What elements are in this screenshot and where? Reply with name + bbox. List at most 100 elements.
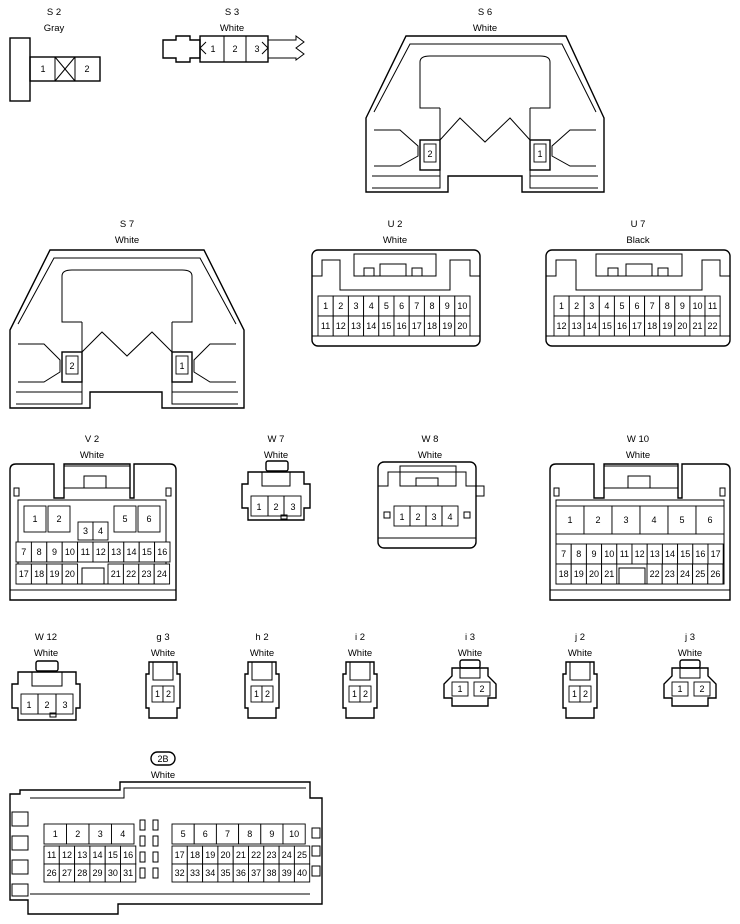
h2-pin: 1 xyxy=(254,689,259,699)
w10-pin: 25 xyxy=(695,569,705,579)
c2b-pin: 40 xyxy=(297,868,307,878)
w10-pin: 12 xyxy=(635,549,645,559)
u7-color: Black xyxy=(626,235,649,246)
v2-pin: 21 xyxy=(111,569,121,579)
w12-color: White xyxy=(34,648,58,659)
u2-pin: 11 xyxy=(321,321,330,331)
s6-name: S 6 xyxy=(478,7,492,18)
g3-color: White xyxy=(151,648,175,659)
v2-cell xyxy=(113,505,137,533)
c2b-pin: 3 xyxy=(98,829,103,839)
v2-cell xyxy=(47,505,71,533)
v2-pin: 19 xyxy=(49,569,59,579)
s2-pin: 1 xyxy=(40,64,45,74)
j3-color: White xyxy=(678,648,702,659)
j3-cell xyxy=(671,681,689,697)
c2b-pin: 24 xyxy=(282,850,292,860)
j2-pin: 1 xyxy=(572,689,577,699)
v2-pin: 23 xyxy=(141,569,151,579)
v2-cell xyxy=(61,563,79,585)
c2b-pin: 13 xyxy=(77,850,87,860)
u7-pin: 17 xyxy=(632,321,642,331)
c2b-pin: 17 xyxy=(175,850,185,860)
w10-pin: 11 xyxy=(620,549,629,559)
w10-pin: 23 xyxy=(665,569,675,579)
w10-pin: 17 xyxy=(711,549,721,559)
h2-name: h 2 xyxy=(255,632,268,643)
connector-s7: S 7 White 2 1 xyxy=(9,219,245,409)
w10-pin: 15 xyxy=(680,549,690,559)
s2-color: Gray xyxy=(44,23,65,34)
v2-pin: 12 xyxy=(96,547,106,557)
i2-name: i 2 xyxy=(355,632,365,643)
w10-pin: 10 xyxy=(604,549,614,559)
w8-pin: 3 xyxy=(431,512,436,522)
w10-pin: 22 xyxy=(650,569,660,579)
i3-name: i 3 xyxy=(465,632,475,643)
v2-cell xyxy=(154,541,171,563)
s6-pin: 2 xyxy=(427,149,432,159)
u7-pin: 15 xyxy=(602,321,612,331)
w10-pin: 20 xyxy=(589,569,599,579)
c2b-pin: 37 xyxy=(251,868,261,878)
w10-cell xyxy=(555,505,585,535)
u2-pin: 12 xyxy=(336,321,346,331)
w10-cell xyxy=(695,505,725,535)
u7-pin: 1 xyxy=(559,301,564,311)
v2-cell xyxy=(92,521,109,541)
w7-pin: 2 xyxy=(273,502,278,512)
u7-cell xyxy=(704,315,721,337)
c2b-pin: 15 xyxy=(108,850,118,860)
w12-pin: 1 xyxy=(26,700,31,710)
u2-pin: 20 xyxy=(457,321,467,331)
w10-cell xyxy=(707,563,724,585)
s3-color: White xyxy=(220,23,244,34)
j3-cell xyxy=(693,681,711,697)
w10-pin: 14 xyxy=(665,549,675,559)
w8-name: W 8 xyxy=(422,434,439,445)
c2b-pin: 38 xyxy=(266,868,276,878)
c2b-pin: 35 xyxy=(221,868,231,878)
g3-pin: 1 xyxy=(155,689,160,699)
c2b-pin: 18 xyxy=(190,850,200,860)
i2-pin: 2 xyxy=(363,689,368,699)
u2-pin: 17 xyxy=(412,321,422,331)
w10-pin: 5 xyxy=(679,515,684,525)
w10-color: White xyxy=(626,450,650,461)
w10-pin: 4 xyxy=(651,515,656,525)
j2-color: White xyxy=(568,648,592,659)
w10-pin: 18 xyxy=(559,569,569,579)
w10-pin: 9 xyxy=(591,549,596,559)
c2b-pin: 20 xyxy=(221,850,231,860)
s3-pin: 2 xyxy=(232,44,237,54)
u7-pin: 18 xyxy=(647,321,657,331)
c2b-cell xyxy=(293,863,311,883)
u2-pin: 8 xyxy=(429,301,434,311)
s3-pin: 3 xyxy=(254,44,259,54)
v2-pin: 20 xyxy=(65,569,75,579)
j2-name: j 2 xyxy=(574,632,585,643)
c2b-pin: 22 xyxy=(251,850,261,860)
connector-w12: W 12 White 1 2 3 xyxy=(11,632,81,721)
u7-pin: 19 xyxy=(662,321,672,331)
c2b-pin: 26 xyxy=(47,868,57,878)
u2-pin: 19 xyxy=(442,321,452,331)
u2-pin: 9 xyxy=(445,301,450,311)
v2-pin: 1 xyxy=(32,514,37,524)
h2-cell xyxy=(261,685,274,703)
w10-pin: 1 xyxy=(567,515,572,525)
w12-name: W 12 xyxy=(35,632,57,643)
w10-pin: 7 xyxy=(561,549,566,559)
w10-pin: 21 xyxy=(604,569,614,579)
u2-pin: 15 xyxy=(381,321,391,331)
u7-pin: 8 xyxy=(665,301,670,311)
c2b-pin: 7 xyxy=(225,829,230,839)
u2-pin: 13 xyxy=(351,321,361,331)
